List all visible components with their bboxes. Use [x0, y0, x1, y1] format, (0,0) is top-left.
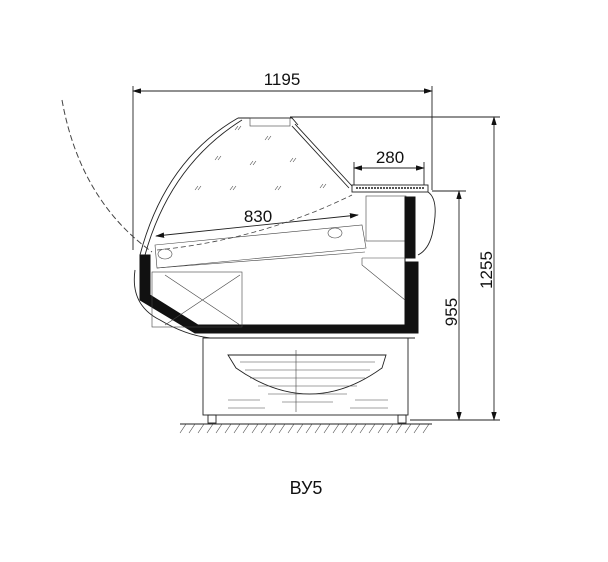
dimension-display-depth: 830 — [155, 207, 359, 238]
dimension-counter-depth: 280 — [353, 148, 425, 186]
glass-opening-arc — [61, 99, 153, 253]
glass-dome — [139, 117, 353, 256]
dimension-label-280: 280 — [376, 148, 404, 167]
dimension-overall-width: 1195 — [132, 70, 433, 250]
serving-counter — [351, 184, 436, 256]
dimension-overall-height: 1255 — [290, 116, 500, 421]
dimension-label-955: 955 — [442, 298, 461, 326]
base-housing — [202, 337, 409, 424]
dimension-label-830: 830 — [244, 207, 272, 226]
dimension-label-1255: 1255 — [477, 251, 496, 289]
dimension-counter-height: 955 — [432, 190, 466, 421]
foot-right — [397, 414, 407, 424]
dimension-label-1195: 1195 — [264, 70, 301, 89]
floor-line — [179, 423, 432, 434]
model-label: ВУ5 — [290, 478, 323, 498]
display-shelf — [154, 224, 367, 269]
foot-left — [207, 414, 217, 424]
insulated-tub — [133, 196, 419, 339]
